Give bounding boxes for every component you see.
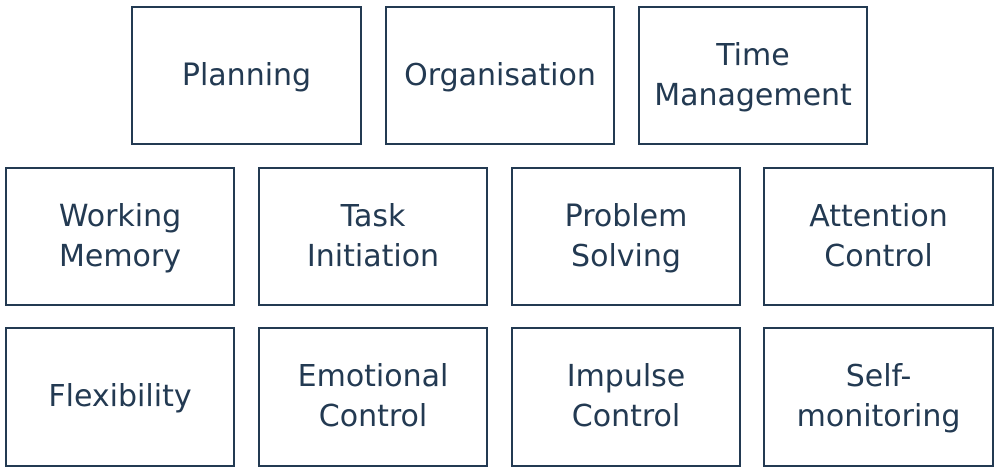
box-emotional-control: Emotional Control bbox=[258, 327, 488, 467]
box-planning: Planning bbox=[131, 6, 362, 145]
box-label-flexibility: Flexibility bbox=[48, 379, 192, 414]
box-label-time-management: Time Management bbox=[654, 37, 852, 113]
box-self-monitoring: Self- monitoring bbox=[763, 327, 994, 467]
box-label-problem-solving: Problem Solving bbox=[564, 198, 688, 274]
box-label-attention-control: Attention Control bbox=[809, 198, 948, 274]
box-flexibility: Flexibility bbox=[5, 327, 235, 467]
box-time-management: Time Management bbox=[638, 6, 868, 145]
box-label-emotional-control: Emotional Control bbox=[297, 359, 449, 434]
box-working-memory: Working Memory bbox=[5, 167, 235, 306]
box-label-self-monitoring: Self- monitoring bbox=[796, 359, 961, 434]
box-attention-control: Attention Control bbox=[763, 167, 994, 306]
box-problem-solving: Problem Solving bbox=[511, 167, 741, 306]
box-impulse-control: Impulse Control bbox=[511, 327, 741, 467]
box-label-planning: Planning bbox=[181, 57, 312, 93]
box-organisation: Organisation bbox=[385, 6, 615, 145]
box-label-impulse-control: Impulse Control bbox=[566, 359, 686, 434]
box-label-working-memory: Working Memory bbox=[58, 198, 182, 274]
box-label-task-initiation: Task Initiation bbox=[306, 198, 440, 274]
box-label-organisation: Organisation bbox=[404, 57, 596, 93]
box-task-initiation: Task Initiation bbox=[258, 167, 488, 306]
